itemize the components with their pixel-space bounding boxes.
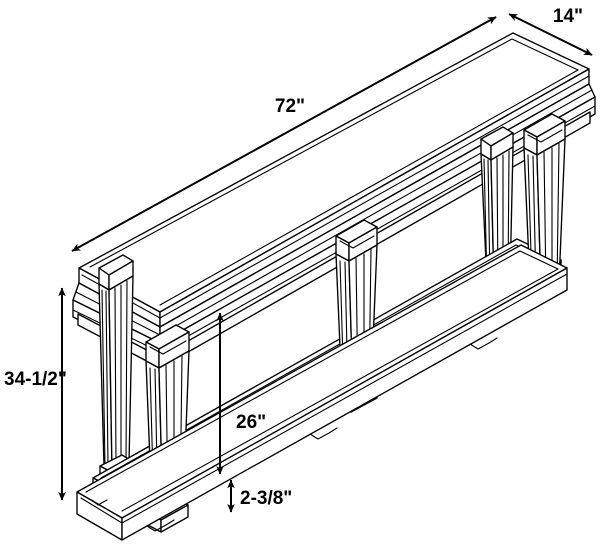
dimension-label-height: 34-1/2" xyxy=(4,369,67,390)
leg-rear-left xyxy=(98,254,134,483)
dimension-label-base-height: 2-3/8" xyxy=(240,488,292,509)
dimension-label-depth: 14" xyxy=(553,6,583,27)
dimension-label-clearance: 26" xyxy=(236,412,266,433)
dimension-line-depth xyxy=(508,13,593,56)
dimension-label-length: 72" xyxy=(275,96,305,117)
dimension-line-length xyxy=(71,16,497,252)
plinth-base xyxy=(76,244,568,541)
